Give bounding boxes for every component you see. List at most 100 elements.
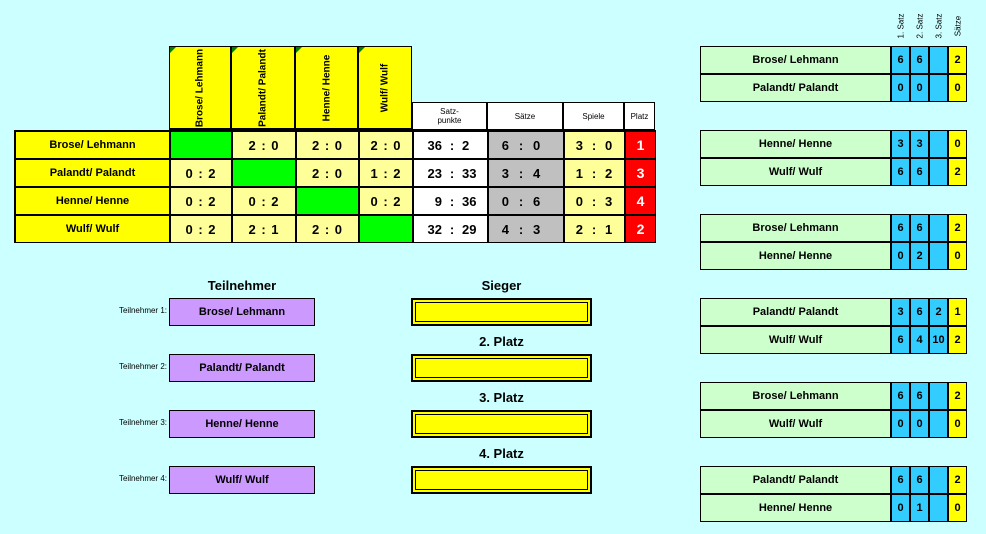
match-set-score[interactable]: 0 bbox=[891, 494, 910, 522]
row-team-name: Henne/ Henne bbox=[15, 187, 170, 215]
set-header-total: Sätze bbox=[948, 6, 967, 46]
match-sets-total: 1 bbox=[948, 298, 967, 326]
saetze-cell: 4:3 bbox=[488, 215, 564, 243]
matrix-score-cell: 2 : 0 bbox=[232, 131, 296, 159]
saetze-cell: 0:6 bbox=[488, 187, 564, 215]
match-set-score[interactable]: 6 bbox=[891, 214, 910, 242]
match-set-score[interactable]: 0 bbox=[910, 410, 929, 438]
match-set-score[interactable]: 6 bbox=[910, 466, 929, 494]
match-player-name: Henne/ Henne bbox=[700, 242, 891, 270]
spiele-won: 3 bbox=[575, 137, 583, 153]
spiele-lost: 3 bbox=[605, 193, 613, 209]
matrix-score-cell: 0 : 2 bbox=[170, 159, 232, 187]
platz-cell: 1 bbox=[625, 131, 656, 159]
match-set-score[interactable]: 0 bbox=[891, 410, 910, 438]
colon: : bbox=[449, 221, 455, 237]
teilnehmer-name-field[interactable]: Palandt/ Palandt bbox=[169, 354, 315, 382]
match-set-score[interactable] bbox=[929, 214, 948, 242]
satzpunkte-won: 23 bbox=[427, 165, 442, 181]
saetze-lost: 6 bbox=[533, 193, 541, 209]
teilnehmer-name-field[interactable]: Brose/ Lehmann bbox=[169, 298, 315, 326]
colon: : bbox=[518, 193, 524, 209]
match-set-score[interactable] bbox=[929, 130, 948, 158]
satzpunkte-cell: 32:29 bbox=[413, 215, 488, 243]
match-set-score[interactable]: 6 bbox=[891, 326, 910, 354]
match-set-score[interactable]: 10 bbox=[929, 326, 948, 354]
match-set-score[interactable] bbox=[929, 74, 948, 102]
match-set-score[interactable]: 6 bbox=[891, 46, 910, 74]
match-player-name: Henne/ Henne bbox=[700, 130, 891, 158]
spiele-won: 0 bbox=[575, 193, 583, 209]
match-set-score[interactable]: 1 bbox=[910, 494, 929, 522]
match-set-score[interactable]: 3 bbox=[891, 130, 910, 158]
match-set-score[interactable] bbox=[929, 46, 948, 74]
teilnehmer-name-field[interactable]: Henne/ Henne bbox=[169, 410, 315, 438]
satzpunkte-won: 32 bbox=[427, 221, 442, 237]
match-set-score[interactable] bbox=[929, 494, 948, 522]
match-set-score[interactable] bbox=[929, 382, 948, 410]
match-set-score[interactable] bbox=[929, 158, 948, 186]
spiele-won: 2 bbox=[575, 221, 583, 237]
match-set-score[interactable] bbox=[929, 242, 948, 270]
colon: : bbox=[518, 165, 524, 181]
match-sets-total: 2 bbox=[948, 158, 967, 186]
spiele-lost: 0 bbox=[605, 137, 613, 153]
match-set-score[interactable]: 6 bbox=[891, 158, 910, 186]
set-header-label: 3. Satz bbox=[934, 13, 943, 39]
spiele-cell: 3:0 bbox=[564, 131, 625, 159]
match-sets-total: 0 bbox=[948, 130, 967, 158]
match-set-score[interactable]: 6 bbox=[891, 466, 910, 494]
match-sets-total: 0 bbox=[948, 410, 967, 438]
match-set-score[interactable]: 0 bbox=[891, 74, 910, 102]
match-sets-total: 2 bbox=[948, 46, 967, 74]
teilnehmer-label: Teilnehmer 4: bbox=[118, 474, 167, 483]
place-result-field[interactable] bbox=[411, 354, 592, 382]
teilnehmer-name-field[interactable]: Wulf/ Wulf bbox=[169, 466, 315, 494]
matrix-score-cell: 2 : 0 bbox=[296, 159, 359, 187]
match-sets-total: 2 bbox=[948, 382, 967, 410]
match-sets-total: 0 bbox=[948, 494, 967, 522]
match-set-score[interactable]: 3 bbox=[891, 298, 910, 326]
spiele-cell: 0:3 bbox=[564, 187, 625, 215]
match-set-score[interactable]: 6 bbox=[910, 298, 929, 326]
match-set-score[interactable]: 2 bbox=[929, 298, 948, 326]
match-set-score[interactable]: 3 bbox=[910, 130, 929, 158]
match-set-score[interactable]: 6 bbox=[910, 46, 929, 74]
spiele-lost: 2 bbox=[605, 165, 613, 181]
colon: : bbox=[591, 137, 597, 153]
satzpunkte-cell: 36:2 bbox=[413, 131, 488, 159]
match-set-score[interactable] bbox=[929, 410, 948, 438]
matrix-diagonal-cell bbox=[232, 159, 296, 187]
match-set-score[interactable]: 2 bbox=[910, 242, 929, 270]
match-set-score[interactable]: 0 bbox=[910, 74, 929, 102]
matrix-score-cell: 1 : 2 bbox=[359, 159, 413, 187]
match-set-score[interactable]: 0 bbox=[891, 242, 910, 270]
satzpunkte-lost: 33 bbox=[462, 165, 477, 181]
match-set-score[interactable]: 6 bbox=[910, 158, 929, 186]
matrix-score-cell: 0 : 2 bbox=[170, 215, 232, 243]
match-set-score[interactable]: 4 bbox=[910, 326, 929, 354]
place-result-field[interactable] bbox=[411, 410, 592, 438]
matrix-score-cell: 0 : 2 bbox=[170, 187, 232, 215]
place-result-field[interactable] bbox=[411, 466, 592, 494]
col-header-2: Palandt/ Palandt bbox=[231, 46, 295, 130]
platz-cell: 3 bbox=[625, 159, 656, 187]
place-title: 4. Platz bbox=[479, 445, 524, 461]
match-player-name: Brose/ Lehmann bbox=[700, 214, 891, 242]
match-set-score[interactable]: 6 bbox=[910, 214, 929, 242]
teilnehmer-label: Teilnehmer 3: bbox=[118, 418, 167, 427]
matrix-score-cell: 0 : 2 bbox=[359, 187, 413, 215]
match-set-score[interactable]: 6 bbox=[910, 382, 929, 410]
match-set-score[interactable] bbox=[929, 466, 948, 494]
satzpunkte-lost: 29 bbox=[462, 221, 477, 237]
matrix-score-cell: 2 : 0 bbox=[359, 131, 413, 159]
saetze-cell: 3:4 bbox=[488, 159, 564, 187]
colon: : bbox=[591, 165, 597, 181]
col-header-4: Wulf/ Wulf bbox=[358, 46, 412, 130]
saetze-won: 6 bbox=[501, 137, 509, 153]
match-set-score[interactable]: 6 bbox=[891, 382, 910, 410]
place-result-field[interactable] bbox=[411, 298, 592, 326]
row-team-name: Brose/ Lehmann bbox=[15, 131, 170, 159]
match-player-name: Palandt/ Palandt bbox=[700, 74, 891, 102]
satzpunkte-cell: 23:33 bbox=[413, 159, 488, 187]
